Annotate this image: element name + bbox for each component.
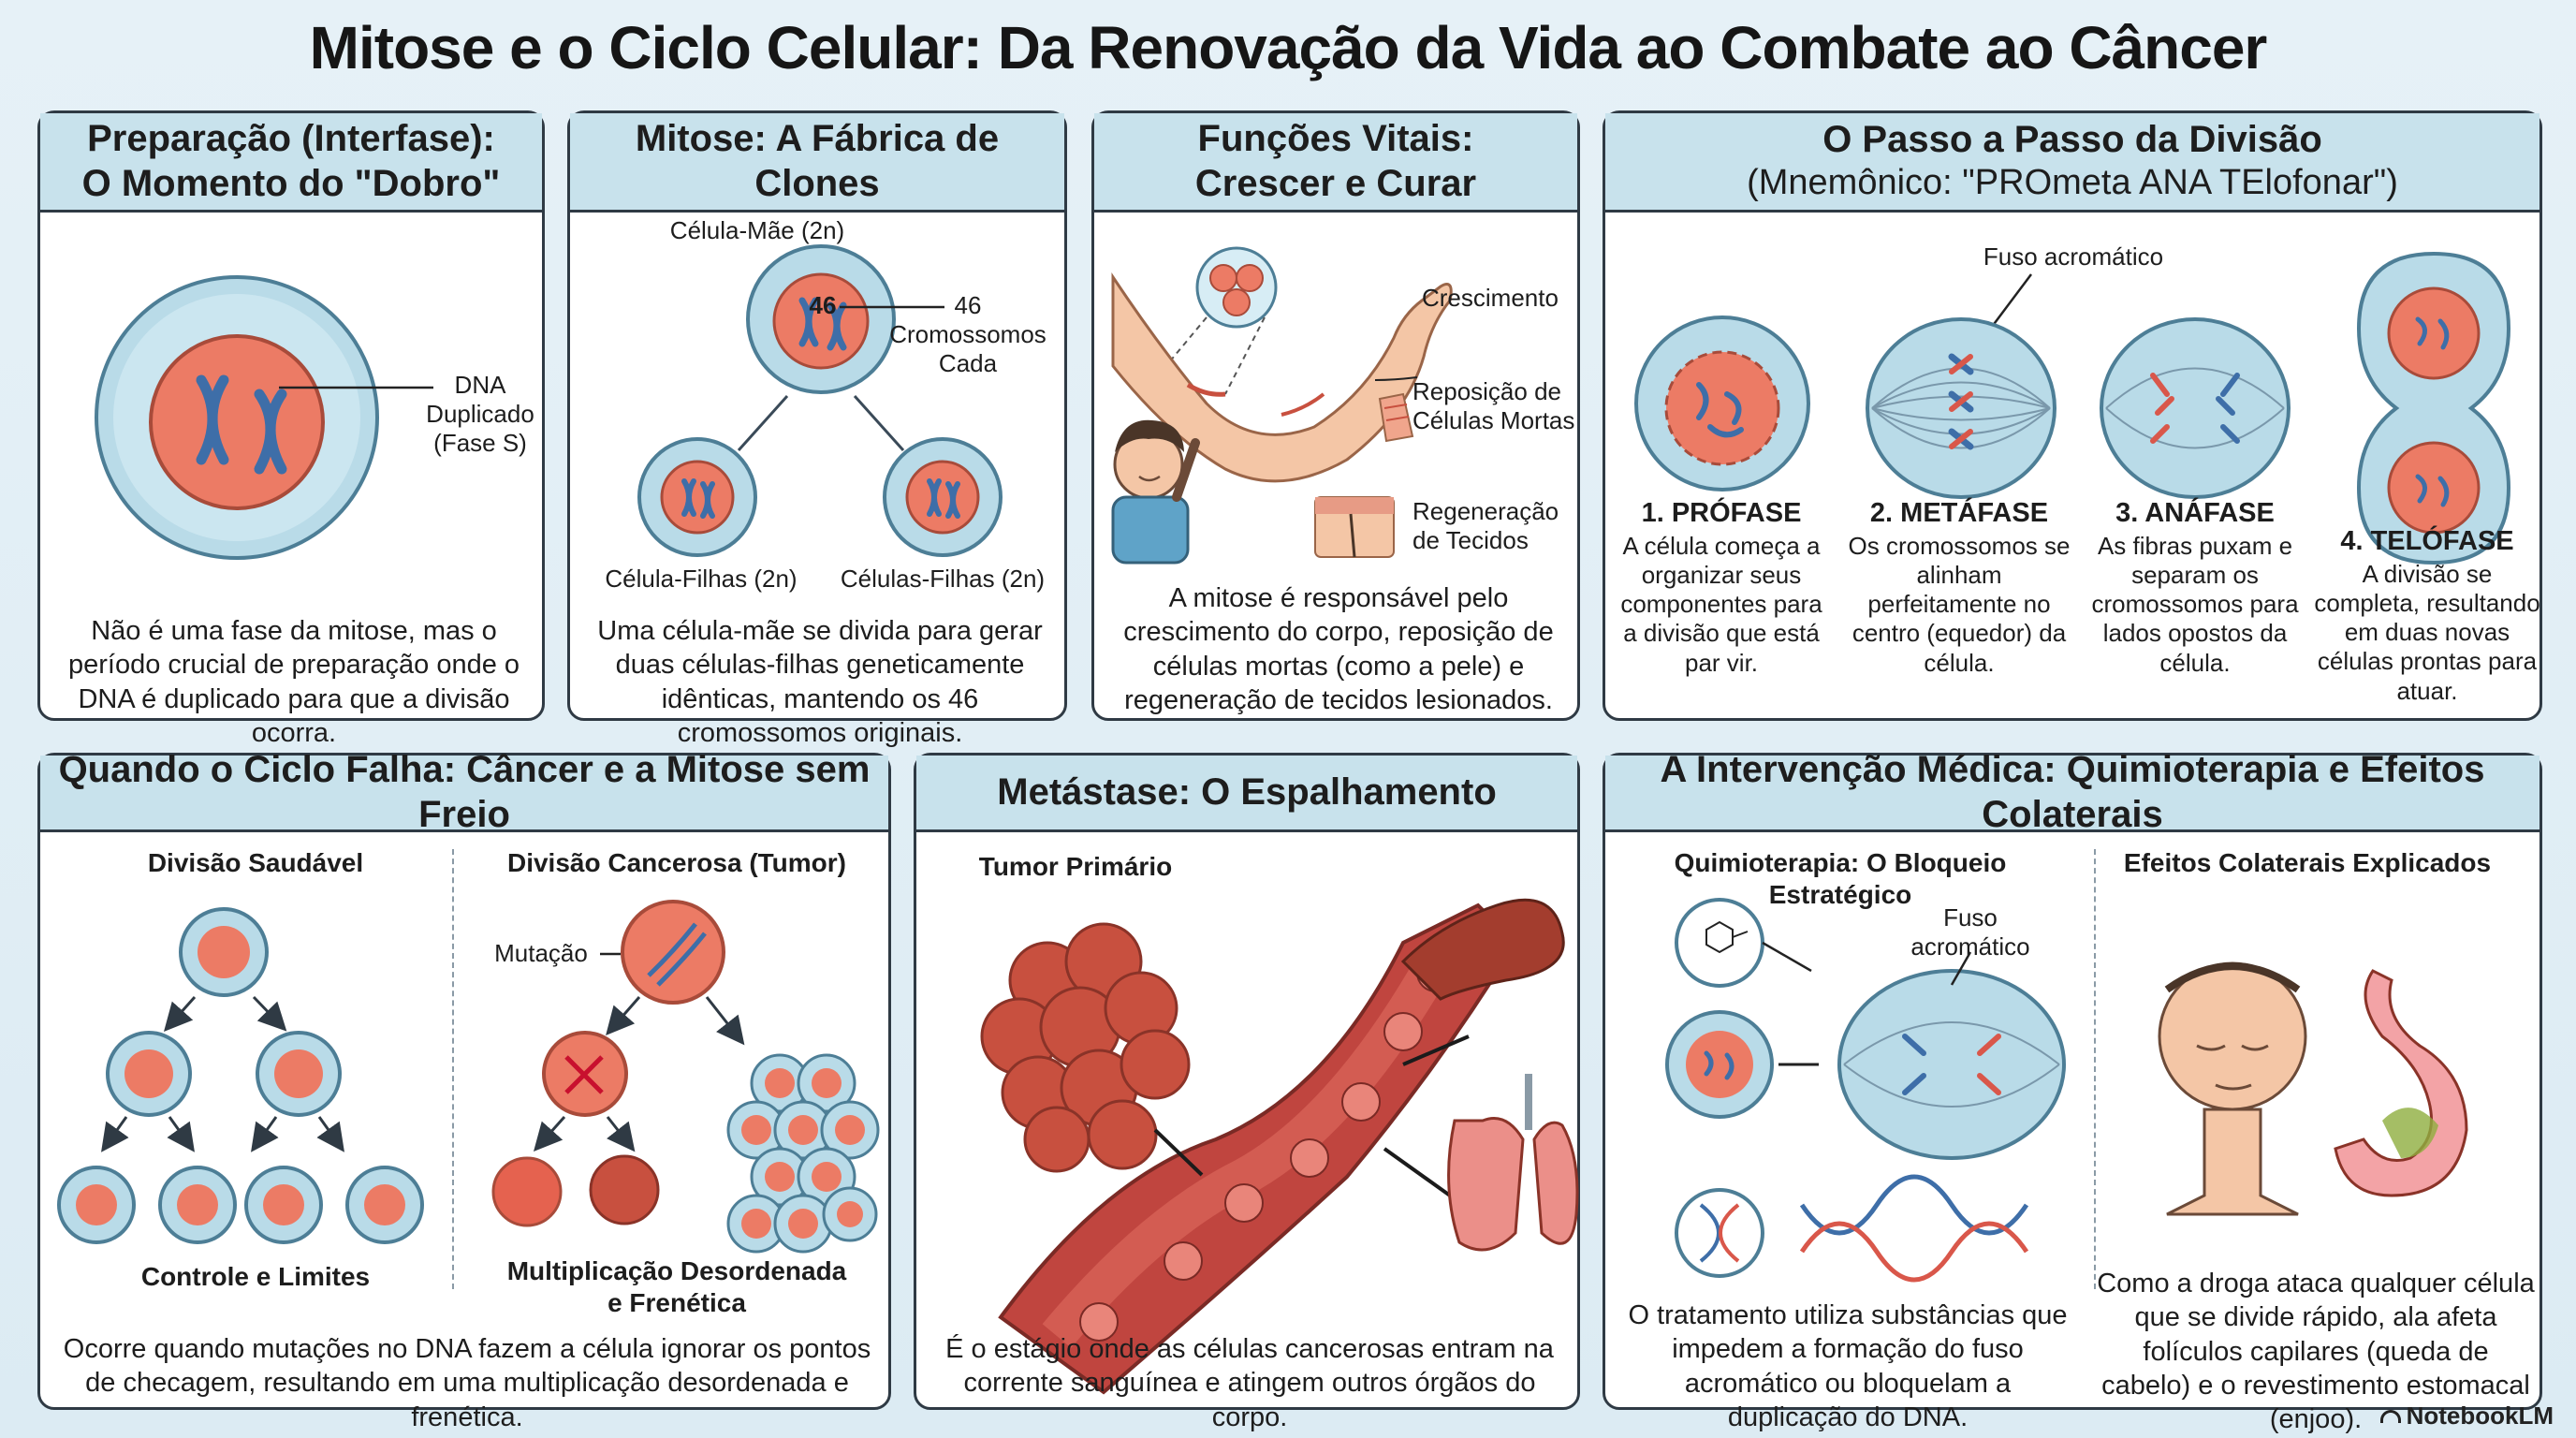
- description-right: Como a droga ataca qualquer célula que s…: [2097, 1269, 2535, 1434]
- brand-label: NotebookLM: [2406, 1401, 2554, 1430]
- label-side-effects: Efeitos Colaterais Explicados: [2123, 848, 2492, 877]
- panel-title-line2: O Momento do "Dobro": [81, 162, 501, 204]
- panel-header: Quando o Ciclo Falha: Câncer e a Mitose …: [40, 749, 888, 835]
- panel-cancer: Quando o Ciclo Falha: Câncer e a Mitose …: [37, 749, 891, 1432]
- panel-interfase: Preparação (Interfase): O Momento do "Do…: [37, 110, 545, 748]
- stage-name: 3. ANÁFASE: [2115, 498, 2275, 528]
- panel-title-line1: Preparação (Interfase):: [87, 118, 495, 160]
- label-mutation: Mutação: [494, 939, 588, 967]
- divider: [2094, 849, 2096, 1289]
- panel-header: Funções Vitais: Crescer e Curar: [1094, 113, 1577, 213]
- panel-title: Quando o Ciclo Falha: Câncer e a Mitose …: [58, 749, 871, 835]
- label-daughter-left: Célula-Filhas (2n): [605, 565, 798, 593]
- panel-title: Mitose: A Fábrica de Clones: [635, 118, 1000, 204]
- panel-title-line2: Crescer e Curar: [1194, 162, 1477, 204]
- brand-notebooklm: NotebookLM: [2379, 1401, 2554, 1431]
- panel-description: A mitose é responsável pelo crescimento …: [1123, 583, 1554, 715]
- panel-description: Uma célula-mãe se divida para gerar duas…: [597, 616, 1043, 748]
- stage-text: A divisão se completa, resultando em dua…: [2314, 559, 2540, 705]
- panel-header: O Passo a Passo da Divisão (Mnemônico: "…: [1605, 113, 2539, 213]
- label-dna-duplicated: DNA Duplicado (Fase S): [426, 371, 534, 458]
- label-spindle: Fuso acromático: [1910, 903, 2030, 961]
- label-46-chromosomes: 46 Cromossomos Cada: [889, 291, 1046, 378]
- panel-passos: O Passo a Passo da Divisão (Mnemônico: "…: [1603, 110, 2542, 721]
- panel-funcoes: Funções Vitais: Crescer e Curar Crescime…: [1091, 110, 1580, 721]
- label-daughter-right: Células-Filhas (2n): [840, 565, 1046, 593]
- stage-text: A célula começa a organizar seus compone…: [1620, 531, 1822, 677]
- panel-title-line1: Funções Vitais:: [1197, 118, 1474, 160]
- panel-header: Mitose: A Fábrica de Clones: [570, 113, 1064, 213]
- label-chemo-block: Quimioterapia: O Bloqueio Estratégico: [1674, 848, 2007, 909]
- chemotherapy-illustration: [1665, 898, 2468, 1283]
- stage-name: 2. METÁFASE: [1869, 498, 2049, 528]
- panel-subtitle: (Mnemônico: "PROmeta ANA TElofonar"): [1747, 163, 2398, 203]
- panel-header: Metástase: O Espalhamento: [916, 756, 1577, 832]
- stage-name: 1. PRÓFASE: [1641, 498, 1802, 528]
- panel-mitose: Mitose: A Fábrica de Clones Célula-Mãe (…: [567, 110, 1067, 748]
- stage-anaphase: 3. ANÁFASE As fibras puxam e separam os …: [2083, 497, 2307, 678]
- stage-name: 4. TELÓFASE: [2340, 526, 2514, 556]
- panel-description: É o estágio onde as células cancerosas e…: [945, 1334, 1554, 1432]
- label-cancer-division: Divisão Cancerosa (Tumor): [506, 848, 847, 877]
- description-left: O tratamento utiliza substâncias que imp…: [1628, 1300, 2068, 1432]
- stage-metaphase: 2. METÁFASE Os cromossomos se alinham pe…: [1847, 497, 2071, 678]
- panel-header: Preparação (Interfase): O Momento do "Do…: [40, 113, 542, 213]
- panel-title: A Intervenção Médica: Quimioterapia e Ef…: [1660, 749, 2485, 835]
- metastasis-illustration: [980, 898, 1579, 1395]
- label-regeneration: Regeneração de Tecidos: [1412, 497, 1559, 555]
- label-spindle: Fuso acromático: [1983, 242, 2164, 271]
- mitosis-stages-illustration: [1634, 251, 2511, 565]
- growth-healing-illustration: [1111, 246, 1453, 565]
- label-replacement: Reposição de Células Mortas: [1412, 377, 1575, 435]
- page-title: Mitose e o Ciclo Celular: Da Renovação d…: [309, 14, 2268, 81]
- stage-prophase: 1. PRÓFASE A célula começa a organizar s…: [1611, 497, 1832, 678]
- panel-quimio: A Intervenção Médica: Quimioterapia e Ef…: [1603, 749, 2542, 1434]
- cancer-division-illustration: [57, 900, 880, 1254]
- label-46-center: 46: [809, 291, 837, 319]
- stage-text: Os cromossomos se alinham perfeitamente …: [1848, 531, 2071, 677]
- interphase-cell-illustration: [95, 275, 433, 560]
- panel-metastase: Metástase: O Espalhamento Tumor Primário…: [914, 753, 1580, 1432]
- divider: [452, 849, 454, 1289]
- panel-title: Metástase: O Espalhamento: [997, 770, 1497, 813]
- label-healthy-division: Divisão Saudável: [147, 848, 364, 877]
- panel-header: A Intervenção Médica: Quimioterapia e Ef…: [1605, 749, 2539, 835]
- mitosis-division-illustration: [637, 244, 1003, 557]
- label-growth: Crescimento: [1422, 284, 1559, 312]
- label-control-limits: Controle e Limites: [140, 1262, 371, 1291]
- stage-telophase: 4. TELÓFASE A divisão se completa, resul…: [2313, 525, 2541, 706]
- notebooklm-icon: [2379, 1409, 2401, 1423]
- label-disordered-multiplication: Multiplicação Desordenada e Frenética: [506, 1256, 847, 1317]
- stage-text: As fibras puxam e separam os cromossomos…: [2091, 531, 2299, 677]
- panel-description: Ocorre quando mutações no DNA fazem a cé…: [63, 1334, 871, 1432]
- label-mother-cell: Célula-Mãe (2n): [669, 216, 845, 244]
- panel-title: O Passo a Passo da Divisão: [1822, 119, 2322, 161]
- panel-description: Não é uma fase da mitose, mas o período …: [67, 616, 520, 748]
- label-primary-tumor: Tumor Primário: [978, 852, 1173, 881]
